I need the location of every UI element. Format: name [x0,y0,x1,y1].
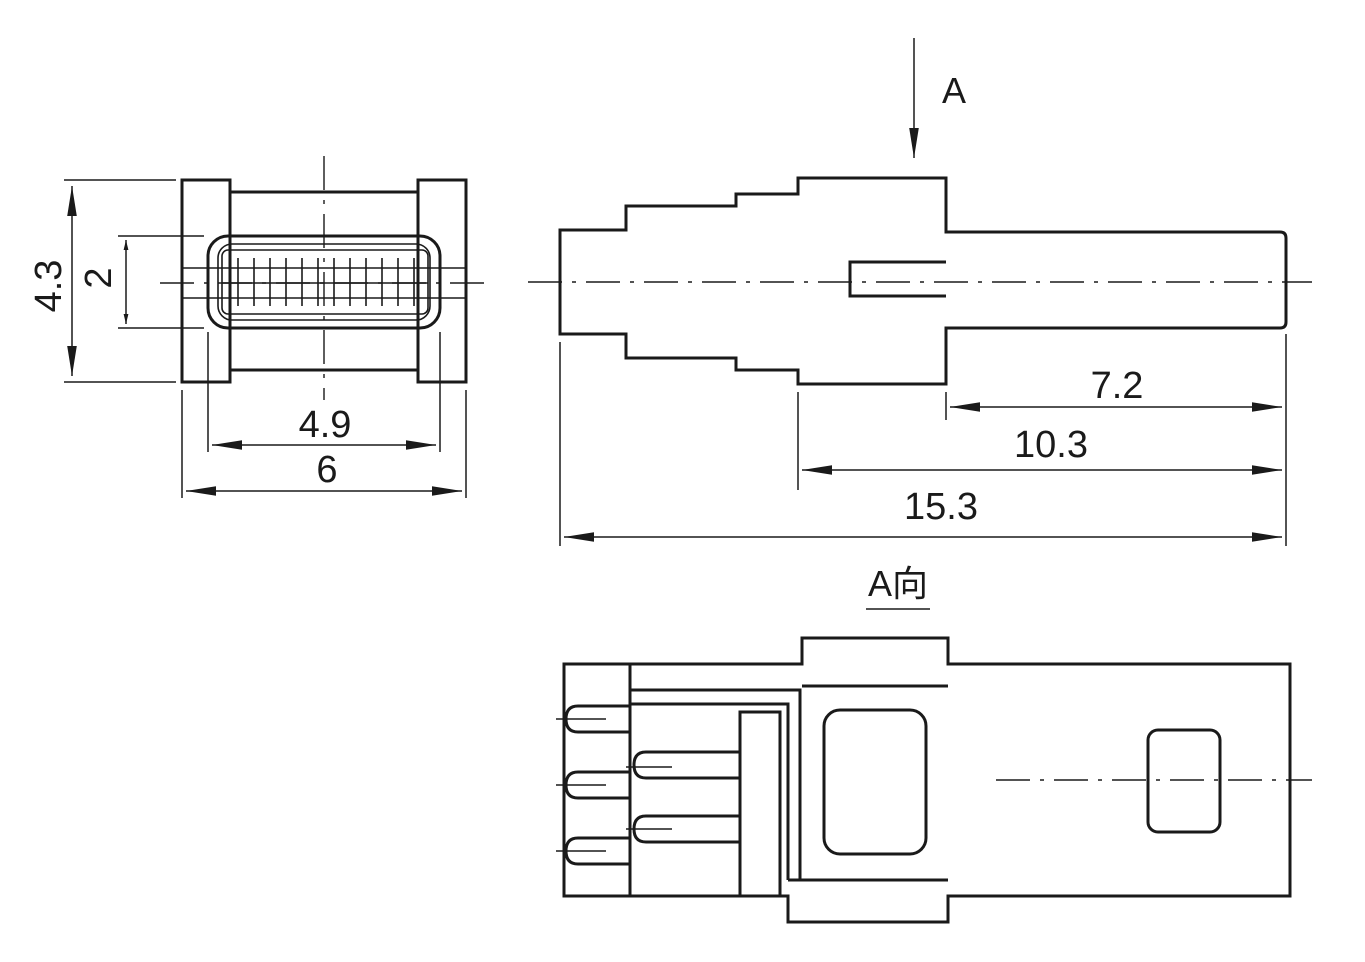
dim-width-inner: 4.9 [207,332,441,452]
view-a-pins-middle [626,750,740,844]
side-view: A 7.2 10.3 15.3 [528,38,1312,546]
view-arrow-label: A [942,70,966,111]
dim-length-tail: 7.2 [950,365,1282,412]
view-a-head-window [822,708,928,856]
end-view: 4.3 2 4.9 6 [28,156,488,498]
side-view-profile [558,176,1288,386]
view-a-inner-block [738,710,782,898]
dim-height-total: 4.3 [28,179,176,383]
dim-width-inner-text: 4.9 [299,404,352,446]
dim-length-total-text: 15.3 [904,486,978,528]
view-a: A向 [556,563,1312,924]
view-a-title: A向 [868,563,928,604]
dim-height-slot-text: 2 [78,267,120,288]
dim-length-body-tail-text: 10.3 [1014,424,1088,466]
view-a-tail-window [1146,728,1222,834]
view-a-pins-left [556,704,630,866]
view-a-outline [562,636,1292,924]
contact-area [221,249,429,315]
dim-height-slot: 2 [78,235,204,329]
side-view-slot [848,260,946,298]
end-view-right-flange [416,178,468,384]
dim-length-body-tail: 10.3 [802,424,1282,475]
dim-length-tail-text: 7.2 [1091,365,1144,407]
dim-width-total: 6 [181,390,467,498]
view-arrow-a: A [909,38,966,158]
dim-height-total-text: 4.3 [28,260,70,313]
dim-width-total-text: 6 [316,449,337,491]
end-view-left-flange [180,178,232,384]
contact-pins [237,258,415,306]
dim-length-total: 15.3 [564,486,1282,542]
